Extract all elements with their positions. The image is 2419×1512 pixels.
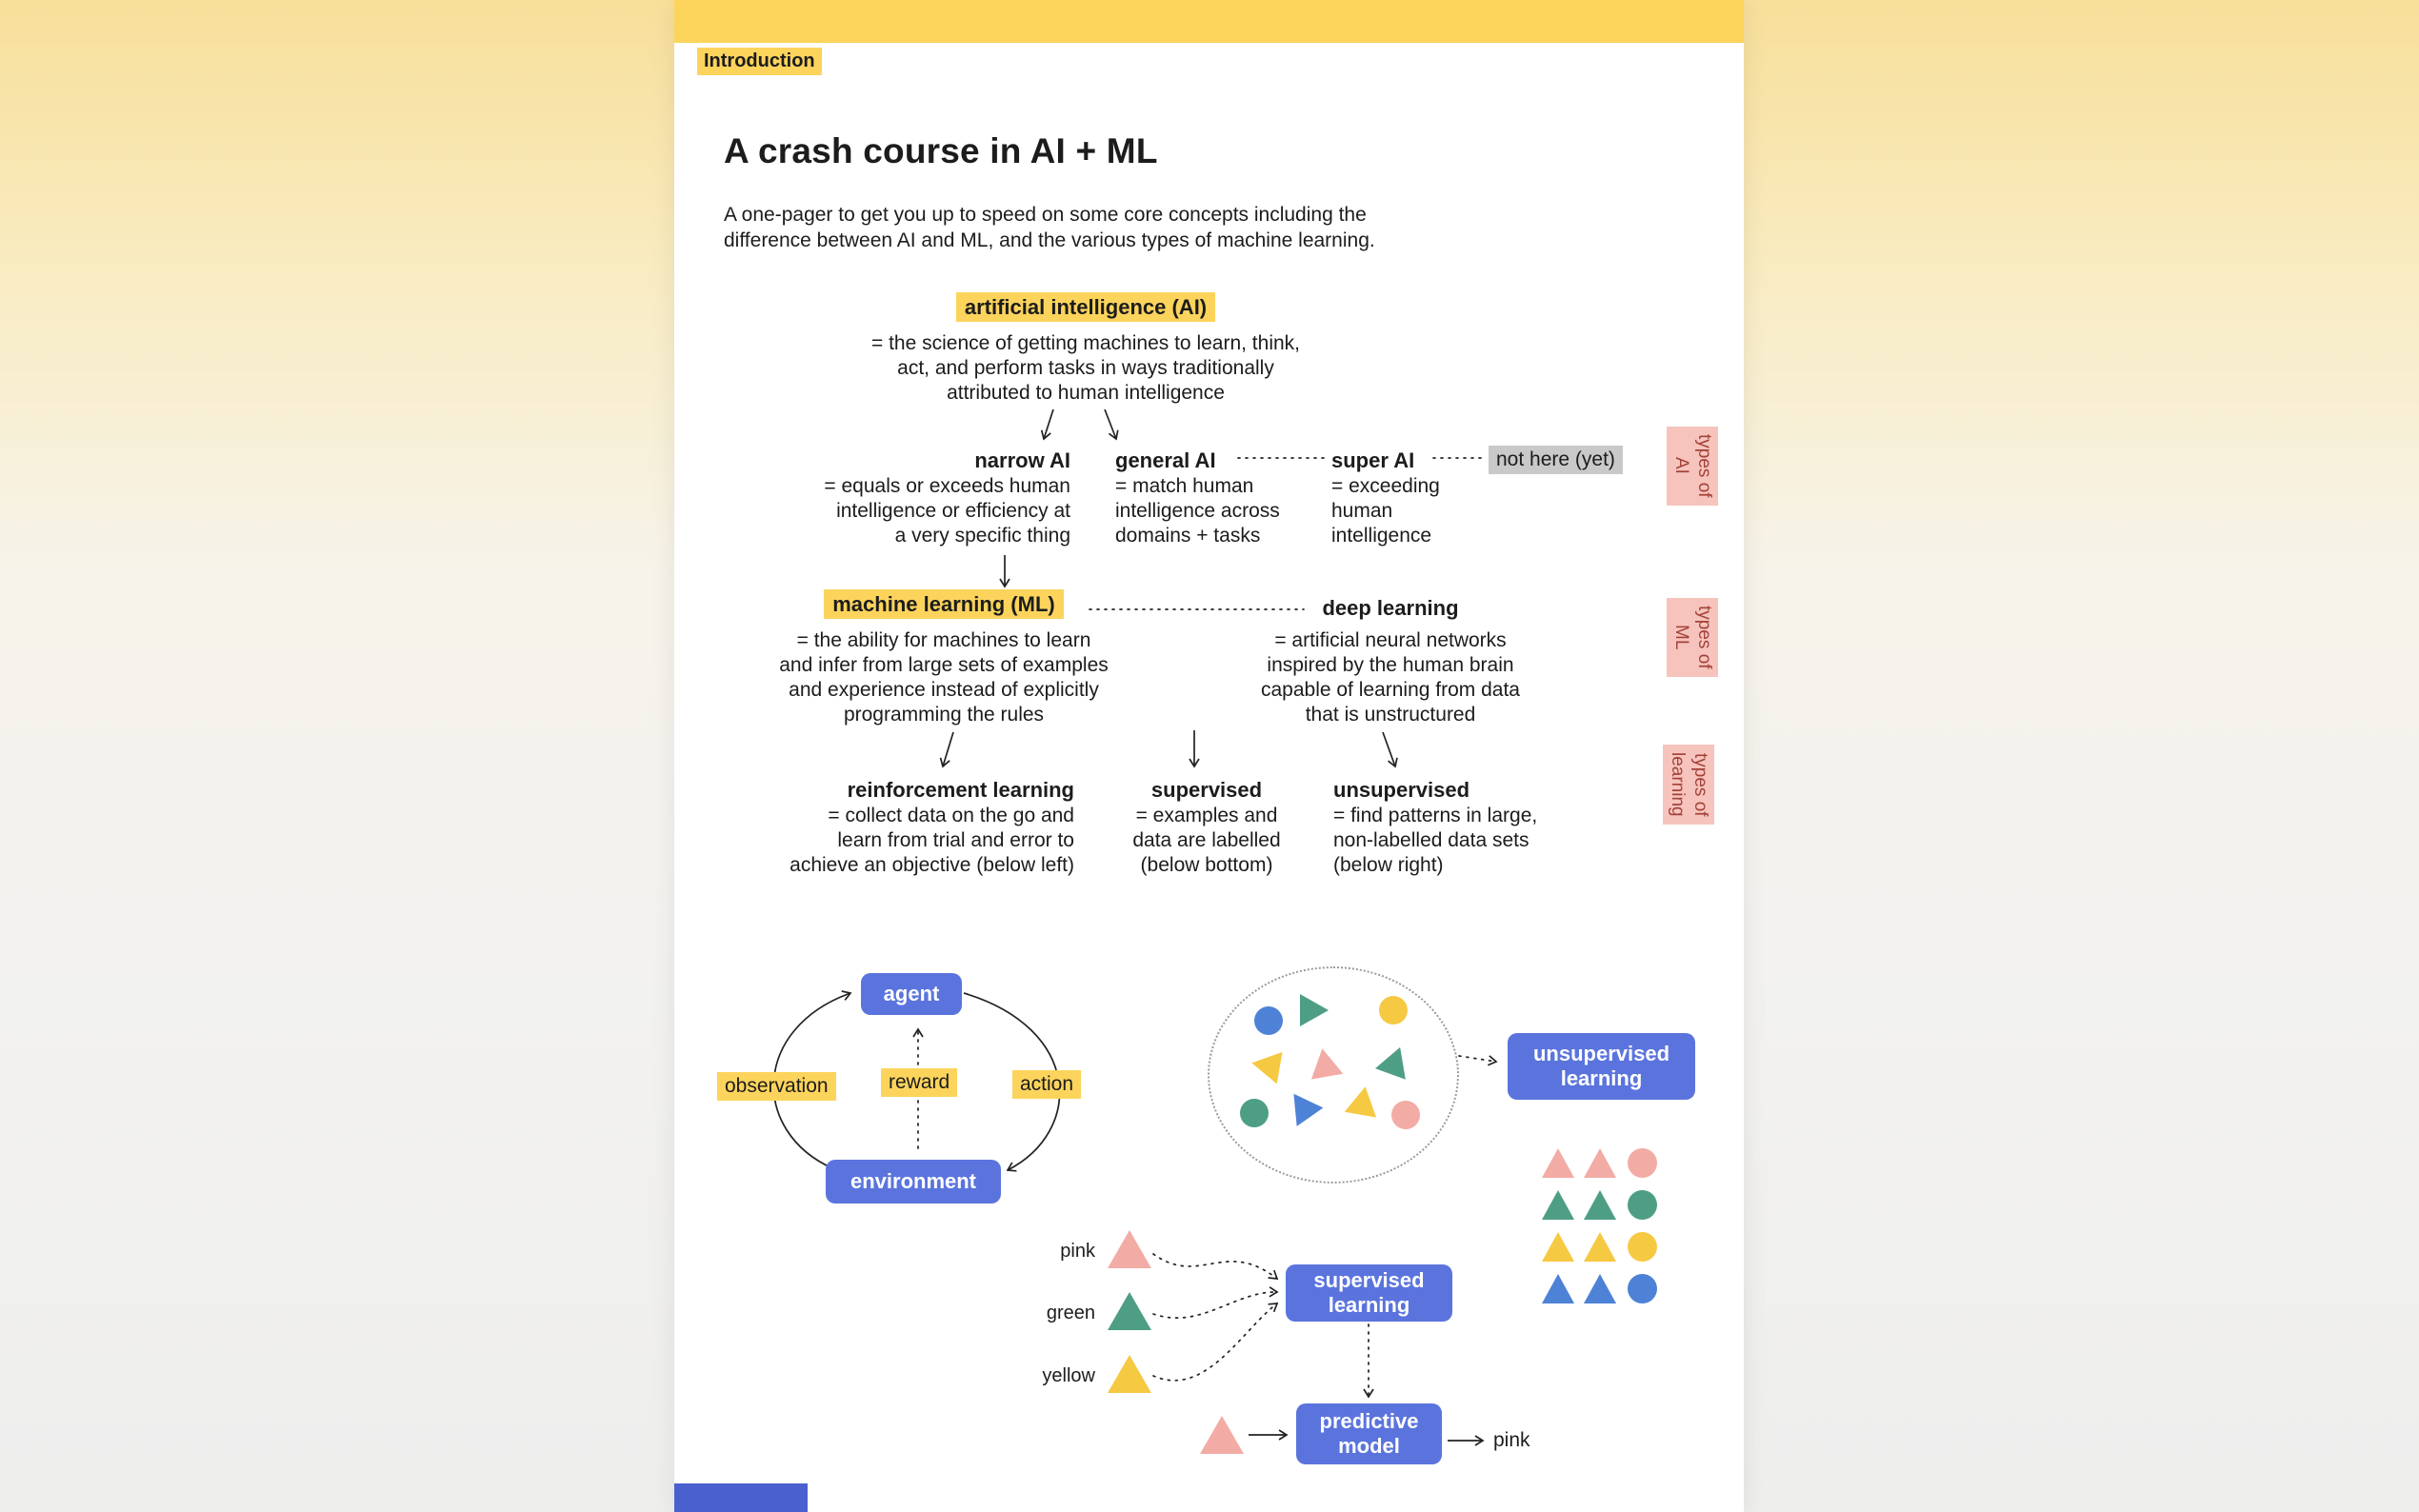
sorted-grid: [1537, 1148, 1663, 1303]
general-ai-block: general AI = match human intelligence ac…: [1115, 448, 1325, 548]
arrow-ml-to-reinforcement: [939, 731, 954, 768]
arrow-ai-to-narrow: [1040, 408, 1054, 441]
model-output-label: pink: [1493, 1429, 1530, 1451]
arrow-deep-to-unsupervised: [1382, 731, 1398, 768]
rl-environment-box: environment: [826, 1160, 1001, 1204]
sorted-blue-circle: [1627, 1274, 1657, 1303]
unsupervised-definition: = find patterns in large, non-labelled d…: [1333, 805, 1538, 876]
deep-learning-definition: = artificial neural networks inspired by…: [1260, 629, 1520, 726]
sorted-teal-triangle: [1542, 1190, 1574, 1220]
rl-agent-box: agent: [861, 973, 962, 1015]
ai-term: artificial intelligence (AI): [955, 292, 1216, 322]
general-ai-term: general AI: [1115, 448, 1216, 472]
ml-term-wrap: machine learning (ML): [674, 589, 1213, 619]
page-title: A crash course in AI + ML: [724, 131, 1158, 170]
unsupervised-learning-box: unsupervised learning: [1508, 1033, 1695, 1100]
next-section-blue-block: [674, 1483, 808, 1512]
super-ai-term: super AI: [1331, 448, 1415, 472]
input-label-yellow: yellow: [1042, 1365, 1095, 1386]
reinforcement-definition: = collect data on the go and learn from …: [790, 805, 1074, 876]
sorted-teal-triangle: [1584, 1190, 1616, 1220]
arrow-ai-to-general: [1104, 408, 1119, 441]
ai-definition: = the science of getting machines to lea…: [870, 332, 1300, 404]
side-label-types-of-ml: types of ML: [1667, 598, 1718, 677]
unsupervised-block: unsupervised = find patterns in large, n…: [1333, 777, 1609, 878]
ai-term-wrap: artificial intelligence (AI): [800, 292, 1371, 322]
rl-reward-label: reward: [881, 1068, 958, 1097]
sorted-pink-triangle: [1584, 1148, 1616, 1178]
narrow-ai-definition: = equals or exceeds human intelligence o…: [824, 475, 1070, 547]
rl-observation-label: observation: [717, 1072, 836, 1101]
reinforcement-term: reinforcement learning: [847, 778, 1074, 802]
super-ai-note: not here (yet): [1489, 446, 1623, 474]
sorted-pink-triangle: [1542, 1148, 1574, 1178]
arrow-cluster-to-unsupervised: [1458, 1055, 1498, 1066]
deep-learning-term: deep learning: [1322, 596, 1459, 620]
general-ai-definition: = match human intelligence across domain…: [1115, 475, 1280, 547]
narrow-ai-term: narrow AI: [974, 448, 1070, 472]
rl-action-label: action: [1012, 1070, 1082, 1099]
supervised-definition: = examples and data are labelled (below …: [1132, 805, 1281, 876]
page-top-band: [674, 0, 1744, 43]
unsupervised-cluster-ellipse: [1208, 966, 1459, 1184]
sorted-teal-circle: [1627, 1190, 1657, 1220]
document-page: Introduction A crash course in AI + ML A…: [674, 0, 1744, 1512]
input-label-pink: pink: [1060, 1241, 1095, 1262]
super-ai-definition: = exceeding human intelligence: [1331, 475, 1440, 547]
supervised-block: supervised = examples and data are label…: [1111, 777, 1302, 878]
supervised-learning-box: supervised learning: [1286, 1264, 1452, 1322]
side-label-types-of-learning: types of learning: [1663, 745, 1714, 825]
reinforcement-block: reinforcement learning = collect data on…: [703, 777, 1074, 878]
section-label: Introduction: [697, 48, 822, 75]
page-subtitle: A one-pager to get you up to speed on so…: [724, 204, 1375, 251]
sorted-blue-triangle: [1542, 1274, 1574, 1303]
input-label-green: green: [1046, 1303, 1095, 1323]
sorted-yellow-triangle: [1584, 1232, 1616, 1262]
sorted-pink-circle: [1627, 1148, 1657, 1178]
unsupervised-term: unsupervised: [1333, 778, 1470, 802]
ml-term: machine learning (ML): [824, 589, 1064, 619]
super-ai-block: super AI = exceeding human intelligence: [1331, 448, 1493, 548]
ml-definition: = the ability for machines to learn and …: [779, 629, 1109, 726]
predictive-model-box: predictive model: [1296, 1403, 1442, 1464]
narrow-ai-block: narrow AI = equals or exceeds human inte…: [712, 448, 1070, 548]
sorted-yellow-circle: [1627, 1232, 1657, 1262]
arrow-green-to-supervised: [1152, 1286, 1279, 1319]
arrow-yellow-to-supervised: [1152, 1303, 1279, 1382]
arrow-pink-to-supervised: [1152, 1253, 1279, 1280]
side-label-types-of-ai: types of AI: [1667, 427, 1718, 506]
sorted-yellow-triangle: [1542, 1232, 1574, 1262]
supervised-term: supervised: [1150, 778, 1263, 802]
sorted-blue-triangle: [1584, 1274, 1616, 1303]
